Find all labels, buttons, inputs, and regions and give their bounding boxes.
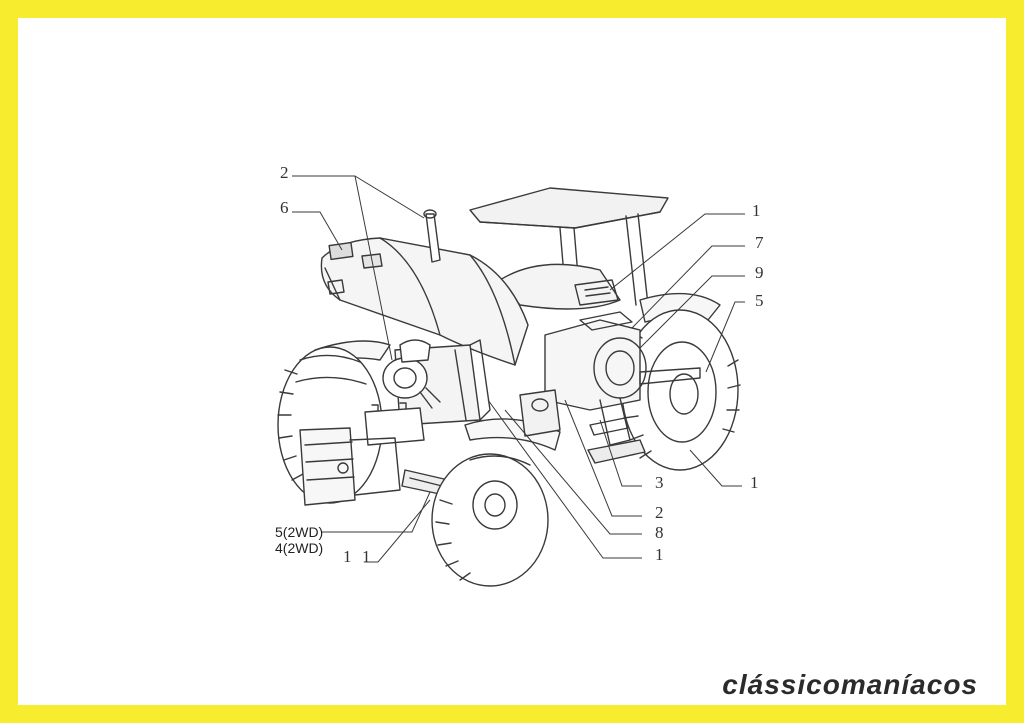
operator-seat: [499, 263, 621, 310]
callout-right-7: 7: [755, 233, 764, 252]
tractor-illustration: [277, 187, 741, 587]
callout-left-5-2wd: 5(2WD): [275, 524, 323, 540]
callout-right-9: 9: [755, 263, 764, 282]
callout-bottom-1: 1: [655, 545, 664, 564]
callout-left-1a: 1: [343, 547, 352, 566]
callout-bottom-8: 8: [655, 523, 664, 542]
callout-left-2: 2: [280, 163, 289, 182]
callout-left-4-2wd: 4(2WD): [275, 540, 323, 556]
callout-right-1-top: 1: [752, 201, 761, 220]
front-wheel: [431, 453, 549, 587]
callout-bottom-2: 2: [655, 503, 664, 522]
callout-right-1-mid: 1: [750, 473, 759, 492]
leader-lines: [292, 175, 745, 563]
hydraulic-lift: [519, 389, 561, 437]
front-weights: [299, 427, 401, 506]
engine-block: [382, 339, 491, 426]
rops-canopy: [469, 187, 669, 306]
callout-left-1b: 1: [362, 547, 371, 566]
callout-right-5: 5: [755, 291, 764, 310]
exhaust-pipe: [423, 209, 441, 263]
callout-left-6: 6: [280, 198, 289, 217]
battery: [364, 402, 425, 446]
brand-watermark: clássicomaníacos: [722, 669, 978, 700]
callout-labels: 2 6 5(2WD) 4(2WD) 1 1 1 7 9 5 3 1 2 8 1: [275, 163, 764, 566]
callout-right-3: 3: [655, 473, 664, 492]
foot-step: [587, 417, 646, 464]
engine-hood: [320, 237, 529, 366]
